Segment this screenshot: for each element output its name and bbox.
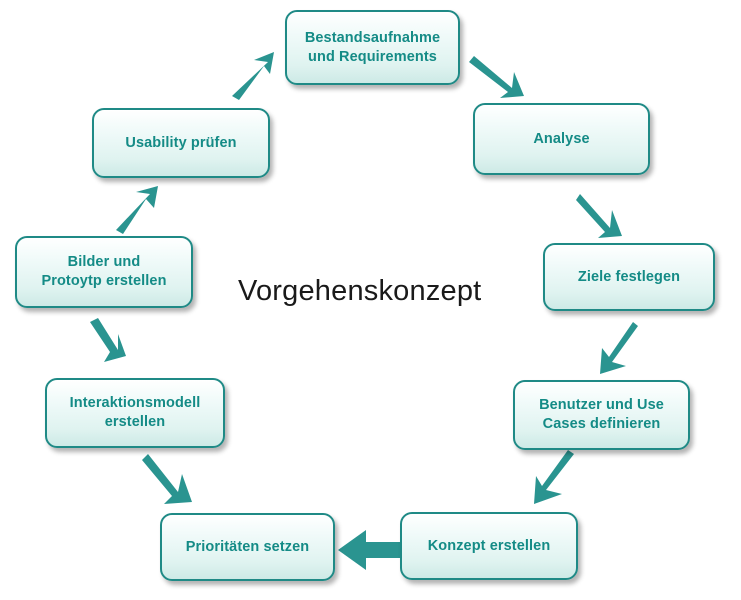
node-ziele-festlegen[interactable]: Ziele festlegen bbox=[543, 243, 715, 311]
node-label: Analyse bbox=[533, 130, 590, 147]
connector-benutzer-to-konzept bbox=[522, 450, 588, 514]
node-label: Interaktionsmodell erstellen bbox=[69, 395, 201, 430]
node-usability-pruefen[interactable]: Usability prüfen bbox=[92, 108, 270, 178]
node-label: Benutzer und Use Cases definieren bbox=[539, 397, 664, 432]
diagram-title: Vorgehenskonzept bbox=[238, 275, 482, 307]
connector-konzept-to-prioritaeten bbox=[336, 528, 404, 574]
node-bilder-prototyp[interactable]: Bilder und Protoytp erstellen bbox=[15, 236, 193, 308]
node-label: Usability prüfen bbox=[125, 134, 237, 151]
connector-usability-to-bestandsaufnahme bbox=[228, 48, 288, 100]
connector-bilder-to-usability bbox=[112, 182, 170, 238]
node-prioritaeten-setzen[interactable]: Prioritäten setzen bbox=[160, 513, 335, 581]
node-label: Ziele festlegen bbox=[577, 268, 681, 285]
connector-prioritaeten-to-interaktion bbox=[140, 452, 206, 516]
node-label: Bilder und Protoytp erstellen bbox=[41, 254, 167, 289]
connector-ziele-to-benutzer bbox=[592, 322, 652, 382]
node-interaktionsmodell[interactable]: Interaktionsmodell erstellen bbox=[45, 378, 225, 448]
connector-analyse-to-ziele bbox=[576, 188, 634, 246]
node-benutzer-use-cases[interactable]: Benutzer und Use Cases definieren bbox=[513, 380, 690, 450]
node-label: Konzept erstellen bbox=[427, 537, 551, 554]
node-label: Prioritäten setzen bbox=[185, 538, 310, 555]
node-label: Bestandsaufnahme und Requirements bbox=[304, 29, 441, 65]
node-analyse[interactable]: Analyse bbox=[473, 103, 650, 175]
connector-interaktion-to-bilder bbox=[82, 316, 132, 378]
node-konzept-erstellen[interactable]: Konzept erstellen bbox=[400, 512, 578, 580]
node-bestandsaufnahme[interactable]: Bestandsaufnahme und Requirements bbox=[285, 10, 460, 85]
connector-bestandsaufnahme-to-analyse bbox=[469, 52, 532, 108]
